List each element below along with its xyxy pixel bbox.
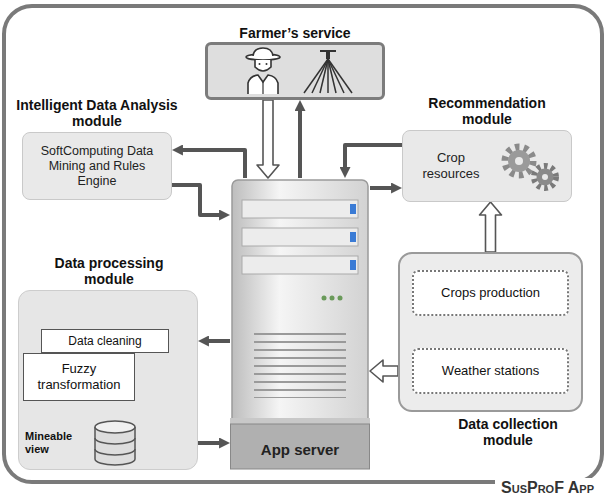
gears-icon xyxy=(495,139,565,195)
server-tower xyxy=(230,178,370,470)
component-text: Crop resources xyxy=(409,150,493,181)
source-box: Weather stations xyxy=(412,348,569,394)
app-name-label: SusProF App xyxy=(495,478,600,498)
database-cylinder xyxy=(87,417,143,469)
component-text: Weather stations xyxy=(436,361,545,381)
source-box: Crops production xyxy=(412,270,569,316)
data-flow-arrow xyxy=(205,339,230,343)
document-box: Data cleaning xyxy=(41,329,169,353)
module-box: Data processing moduleData cleaningFuzzy… xyxy=(18,290,198,470)
data-flow-arrow xyxy=(172,185,223,215)
data-flow-arrow xyxy=(370,186,395,190)
module-heading: Data collection module xyxy=(433,416,583,448)
component-text: Fuzzy transformation xyxy=(24,359,134,394)
hollow-flow-arrow xyxy=(370,360,398,382)
hollow-flow-arrow xyxy=(257,100,279,178)
frame-outline xyxy=(4,6,602,482)
module-box: Intelligent Data Analysis moduleSoftComp… xyxy=(22,132,172,200)
data-flow-arrow xyxy=(179,150,245,178)
server-label: App server xyxy=(230,441,370,458)
document-box: Fuzzy transformation xyxy=(23,353,135,401)
farmer-irrigation-icons xyxy=(208,45,382,97)
hollow-flow-arrow xyxy=(480,202,502,252)
module-heading: Recommendation module xyxy=(412,95,562,127)
module-box: Recommendation moduleCrop resources xyxy=(402,130,572,202)
module-heading: Data processing module xyxy=(34,255,184,287)
module-heading: Intelligent Data Analysis module xyxy=(12,97,182,129)
module-box: Data collection moduleCrops productionWe… xyxy=(398,252,583,412)
component-text: Mineable view xyxy=(23,430,83,456)
component-text: Crops production xyxy=(435,283,546,303)
service-box: Farmer’s service xyxy=(205,42,385,100)
app-server: App server xyxy=(230,178,370,470)
data-flow-arrow xyxy=(298,107,302,178)
module-heading: Farmer’s service xyxy=(205,25,385,41)
component-text: Data cleaning xyxy=(64,333,145,349)
component-text: SoftComputing Data Mining and Rules Engi… xyxy=(23,140,171,193)
data-flow-arrow xyxy=(345,145,402,171)
database-node: Mineable view xyxy=(23,417,143,469)
